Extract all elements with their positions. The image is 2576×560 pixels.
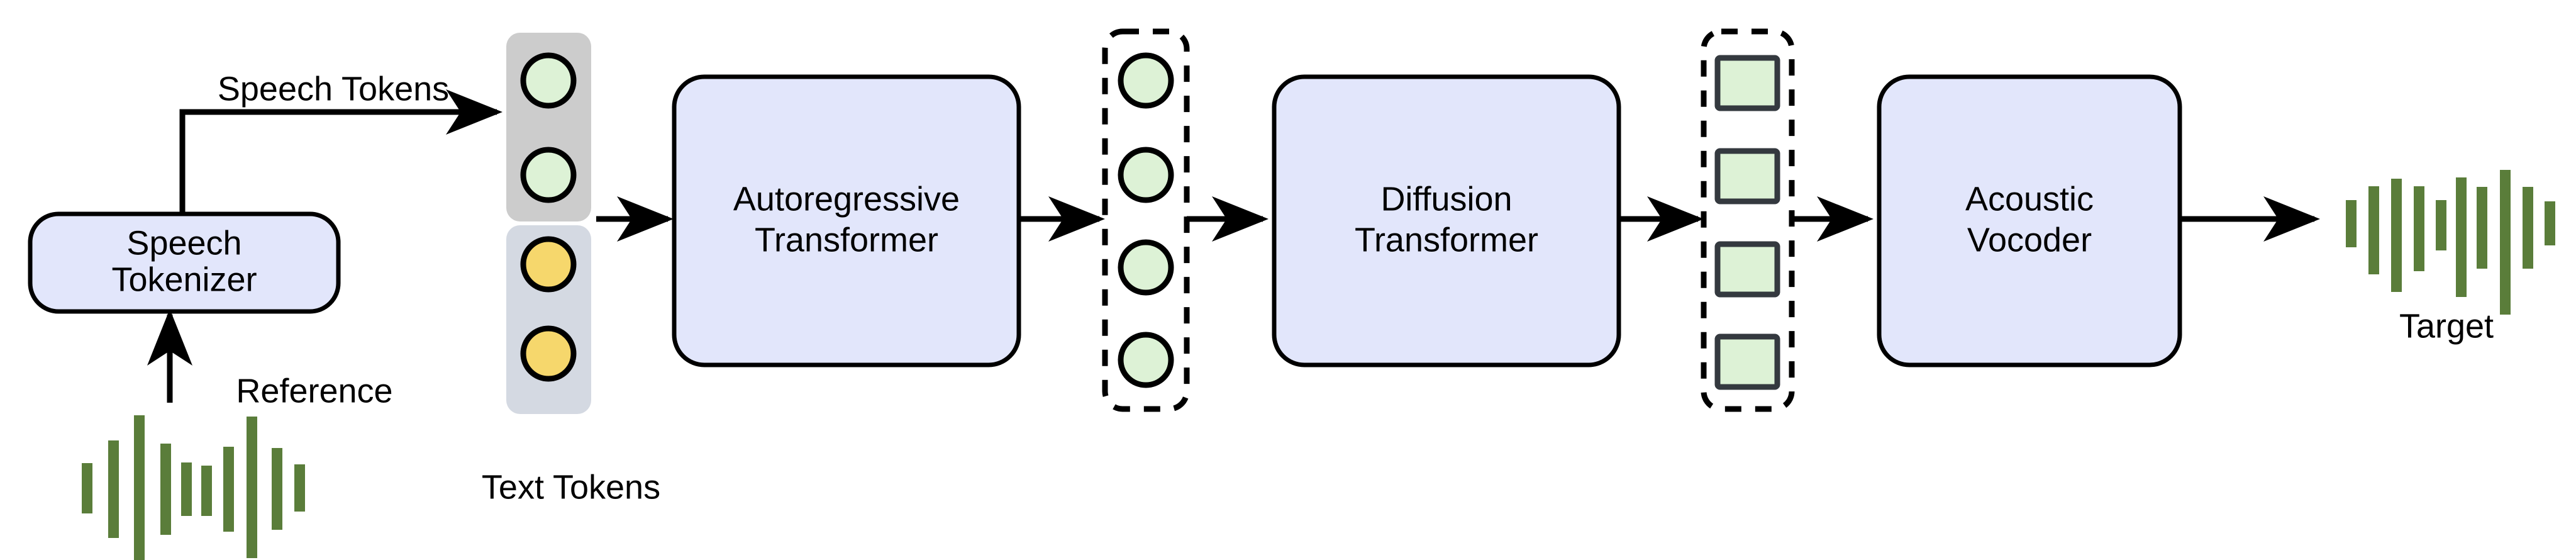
acoustic-vocoder-label-line1: Acoustic [1965,180,2094,218]
waveform-bar [2545,201,2555,245]
dit-output-token[interactable] [1714,55,1780,111]
autoregressive-transformer-label-line1: Autoregressive [733,180,960,218]
acoustic-vocoder-label-line2: Vocoder [1967,221,2092,259]
waveform-bar [2500,170,2511,315]
ar-output-token[interactable] [1118,147,1174,203]
waveform-bar [82,463,92,513]
diffusion-transformer-label-line2: Transformer [1355,221,1538,259]
waveform-bar [201,466,212,516]
waveform-bar [181,462,192,516]
waveform-bar [2477,187,2487,269]
waveform-bar [2346,200,2357,247]
waveform-bar [2368,186,2379,274]
text-token[interactable] [520,236,577,293]
speech-token-group[interactable] [506,33,591,221]
diffusion-transformer-label-line1: Diffusion [1380,180,1512,218]
waveform-bar [160,444,171,535]
text-tokens-label: Text Tokens [482,468,660,506]
dit-output-token-group[interactable] [1701,28,1795,412]
text-token-group[interactable] [506,225,591,414]
target-label: Target [2399,307,2494,345]
reference-waveform [82,415,305,560]
speech-tokens-label: Speech Tokens [218,70,449,108]
waveform-bar [2456,177,2467,297]
ar-output-token[interactable] [1118,332,1174,388]
dit-output-token[interactable] [1714,333,1780,390]
speech-tokenizer-label-line1: Speech [126,224,242,262]
speech-token[interactable] [520,52,577,109]
waveform-bar [223,447,234,532]
speech-token[interactable] [520,147,577,203]
waveform-bar [2391,179,2402,292]
waveform-bar [272,448,282,530]
ar-output-token-group[interactable] [1102,28,1190,412]
waveform-bar [247,417,257,558]
tokenizer-to-speech-tokens-arrow [179,89,502,214]
ar-output-token[interactable] [1118,239,1174,296]
waveform-bar [2414,186,2424,271]
ar-output-token[interactable] [1118,52,1174,109]
waveform-bar [134,415,145,560]
dit-output-token[interactable] [1714,148,1780,204]
speech-tokenizer-label-line2: Tokenizer [111,260,257,298]
waveform-bar [108,440,119,538]
dit-output-token[interactable] [1714,241,1780,298]
reference-label: Reference [236,372,392,410]
waveform-bar [2436,200,2446,250]
waveform-bar [294,464,305,512]
text-token[interactable] [520,325,577,382]
waveform-bar [2523,187,2533,269]
autoregressive-transformer-label-line2: Transformer [755,221,938,259]
target-waveform [2346,170,2555,315]
